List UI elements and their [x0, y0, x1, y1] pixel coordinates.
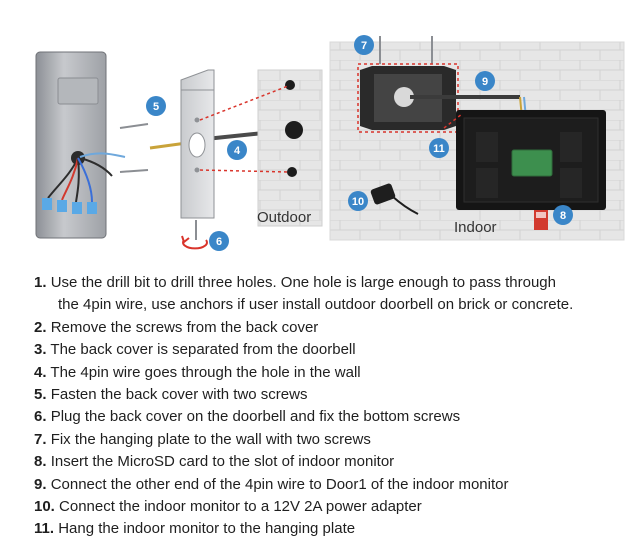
step-number: 6.	[34, 408, 47, 426]
outdoor-wall: Outdoor	[257, 69, 323, 227]
step-text: Remove the screws from the back cover	[50, 318, 319, 336]
step-item: 1. Use the drill bit to drill three hole…	[34, 272, 634, 317]
step-item: 4. The 4pin wire goes through the hole i…	[34, 362, 634, 384]
step-number: 3.	[34, 341, 47, 359]
step-item: 6. Plug the back cover on the doorbell a…	[34, 406, 634, 428]
indoor-monitor	[456, 110, 606, 210]
step-number: 8.	[34, 453, 47, 471]
step-text: Fasten the back cover with two screws	[50, 386, 308, 404]
step-item: 2. Remove the screws from the back cover	[34, 317, 634, 339]
step-item: 3. The back cover is separated from the …	[34, 339, 634, 361]
callout-9-label: 9	[482, 76, 488, 88]
plate-screws	[379, 36, 433, 64]
step-text: Connect the other end of the 4pin wire t…	[50, 475, 509, 493]
step-item: 5. Fasten the back cover with two screws	[34, 384, 634, 406]
callout-11: 11	[429, 138, 449, 158]
doorbell-wires	[47, 152, 126, 203]
step-text: Insert the MicroSD card to the slot of i…	[50, 453, 395, 471]
bottom-screw	[181, 220, 208, 250]
power-adapter	[370, 183, 419, 215]
callout-8-label: 8	[560, 210, 566, 222]
alignment-guides	[199, 85, 289, 173]
step-number: 4.	[34, 363, 47, 381]
microsd-card	[534, 210, 548, 230]
step-item: 7. Fix the hanging plate to the wall wit…	[34, 429, 634, 451]
callout-4: 4	[227, 140, 247, 160]
callout-10-label: 10	[352, 196, 364, 208]
step-text-continued: the 4pin wire, use anchors if user insta…	[58, 296, 574, 314]
callout-4-label: 4	[234, 145, 241, 157]
callout-6: 6	[209, 231, 229, 251]
step-text: The 4pin wire goes through the hole in t…	[50, 363, 361, 381]
step-number: 11.	[34, 520, 55, 538]
callout-8: 8	[553, 205, 573, 225]
step-text: The back cover is separated from the doo…	[50, 341, 356, 359]
callout-10: 10	[348, 191, 368, 211]
step-number: 5.	[34, 386, 47, 404]
indoor-label: Indoor	[454, 219, 497, 236]
back-cover-plate	[180, 69, 215, 219]
step-item: 8. Insert the MicroSD card to the slot o…	[34, 451, 634, 473]
step-number: 7.	[34, 430, 47, 448]
callout-7-label: 7	[361, 40, 367, 52]
step-text: Fix the hanging plate to the wall with t…	[50, 430, 371, 448]
screws-back-cover	[119, 123, 149, 173]
step-text: Use the drill bit to drill three holes. …	[50, 274, 556, 291]
step-text: Plug the back cover on the doorbell and …	[50, 408, 461, 426]
step-number: 2.	[34, 318, 47, 336]
step-item: 11. Hang the indoor monitor to the hangi…	[34, 518, 634, 540]
callout-11-label: 11	[433, 143, 445, 155]
outdoor-label: Outdoor	[257, 209, 311, 226]
callout-5: 5	[146, 96, 166, 116]
step-number: 1.	[34, 274, 47, 291]
step-number: 10.	[34, 498, 55, 516]
step-number: 9.	[34, 475, 47, 493]
installation-diagram: Outdoor Indoor	[35, 35, 625, 251]
callout-7: 7	[354, 35, 374, 55]
hanging-plate	[360, 66, 456, 130]
step-text: Connect the indoor monitor to a 12V 2A p…	[59, 498, 422, 516]
monitor-guide	[443, 113, 463, 129]
callout-5-label: 5	[153, 101, 159, 113]
wire-connectors	[42, 198, 97, 214]
step-item: 10. Connect the indoor monitor to a 12V …	[34, 496, 634, 518]
callout-6-label: 6	[216, 236, 222, 248]
callout-9: 9	[475, 71, 495, 91]
step-text: Hang the indoor monitor to the hanging p…	[58, 520, 356, 538]
step-item: 9. Connect the other end of the 4pin wir…	[34, 474, 634, 496]
instruction-steps: 1. Use the drill bit to drill three hole…	[34, 272, 634, 541]
